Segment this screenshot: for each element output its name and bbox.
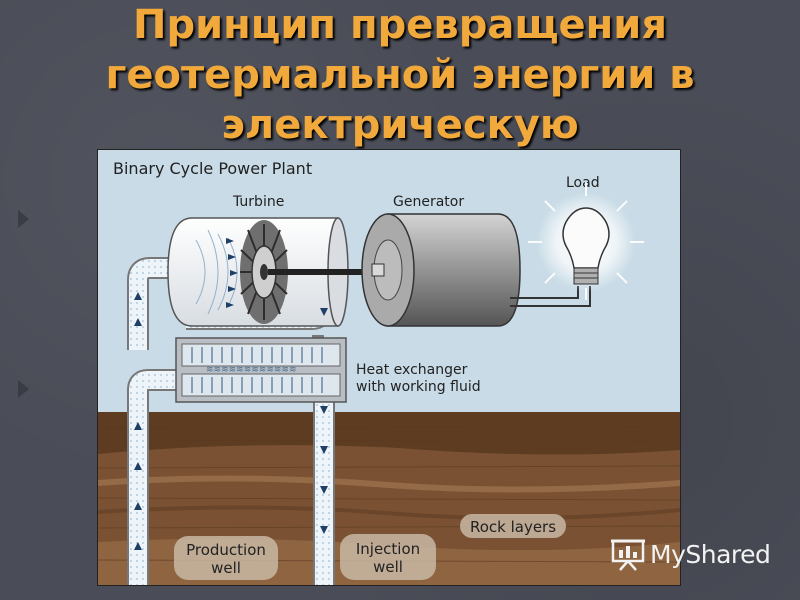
injection-well-tag: Injection well: [340, 534, 436, 580]
presentation-board-icon: [611, 539, 645, 571]
diagram-heading: Binary Cycle Power Plant: [113, 159, 312, 178]
generator: [361, 213, 521, 327]
heat-exchanger-label-1: Heat exchanger: [356, 362, 468, 378]
drive-shaft: [268, 269, 380, 275]
turbine-rotor: [240, 220, 288, 324]
rock-layers-tag: Rock layers: [460, 514, 566, 538]
slide-title: Принцип превращения геотермальной энерги…: [0, 0, 800, 150]
turbine: [167, 217, 349, 327]
injection-well-label-2: well: [373, 558, 403, 576]
production-well-label-1: Production: [186, 541, 266, 559]
production-flow-arrows: [134, 292, 142, 550]
title-line-3: электрическую: [221, 102, 579, 148]
watermark-text: MyShared: [650, 539, 771, 569]
slide-bullet-icon: [18, 380, 29, 398]
light-bulb-icon: [528, 182, 644, 300]
heat-flow-waves: ≋≋≋≋≋≋≋≋≋≋≋≋: [206, 364, 297, 374]
production-well-tag: Production well: [174, 536, 278, 580]
title-line-2: геотермальной энергии в: [105, 52, 695, 98]
watermark: MyShared: [610, 536, 771, 572]
diagram-canvas: Binary Cycle Power Plant Turbine Generat…: [98, 150, 680, 585]
turbine-label: Turbine: [232, 194, 284, 210]
title-line-1: Принцип превращения: [132, 2, 668, 48]
production-well: [127, 257, 186, 585]
binary-cycle-diagram: Binary Cycle Power Plant Turbine Generat…: [97, 149, 681, 586]
turbine-arrows: [226, 238, 238, 308]
generator-label: Generator: [393, 194, 464, 210]
slide-bullet-icon: [18, 210, 29, 228]
injection-well-label-1: Injection: [356, 540, 420, 558]
load-label: Load: [566, 175, 600, 191]
production-well-label-2: well: [211, 559, 241, 577]
rock-layers-label: Rock layers: [470, 518, 556, 536]
heat-exchanger: ≋≋≋≋≋≋≋≋≋≋≋≋: [175, 337, 347, 403]
injection-flow-arrows: [320, 308, 328, 534]
heat-exchanger-label-2: with working fluid: [356, 379, 481, 395]
